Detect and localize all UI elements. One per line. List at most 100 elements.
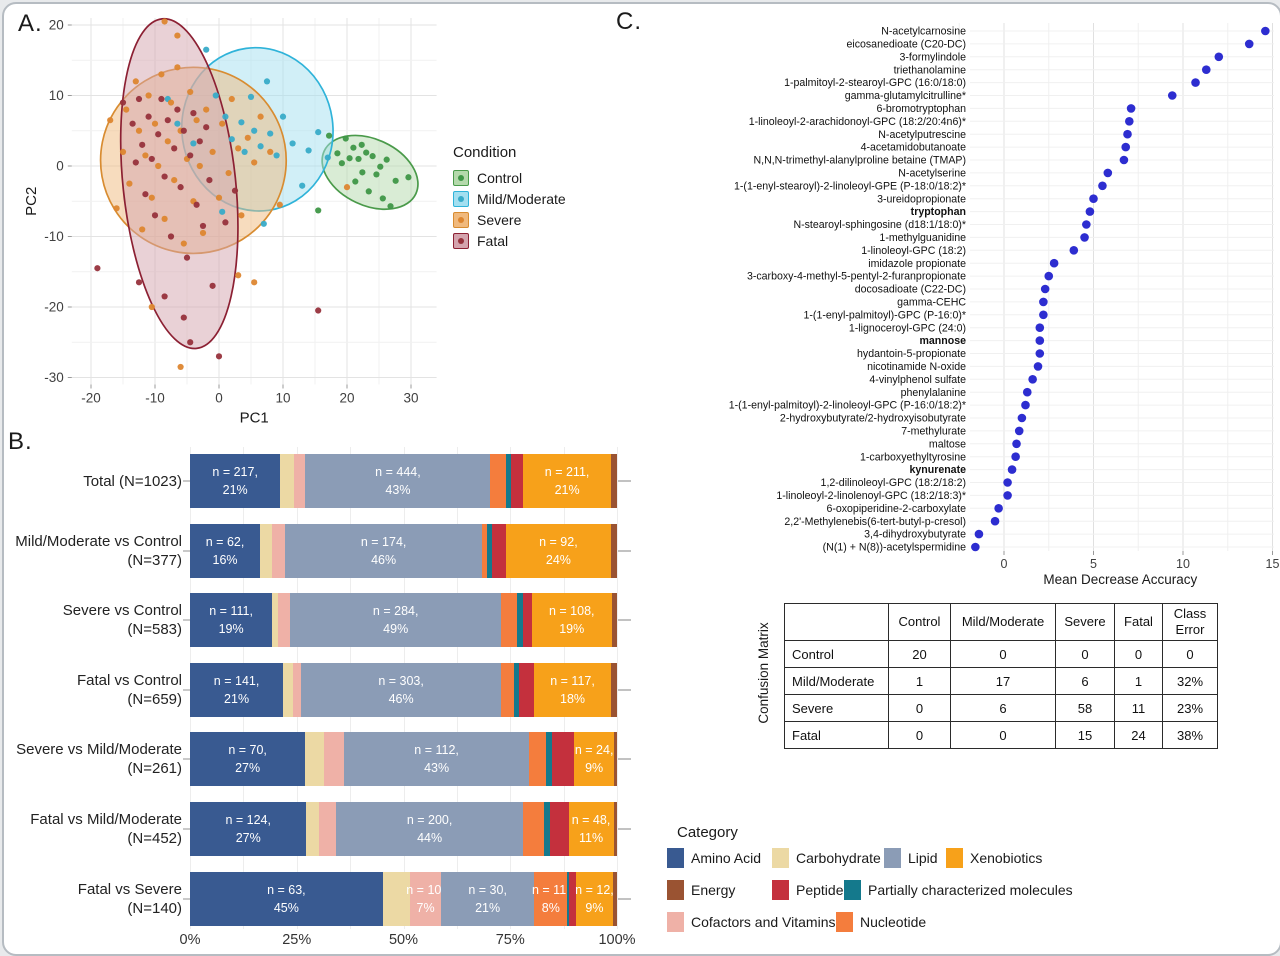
scatter-point	[145, 92, 152, 99]
confusion-cell: 58	[1055, 694, 1115, 722]
condition-legend-title: Condition	[453, 144, 517, 161]
scatter-point	[363, 149, 370, 156]
scatter-point	[244, 134, 251, 141]
bar-segment-label: 21%	[224, 691, 250, 706]
category-legend-label: Energy	[691, 882, 736, 898]
category-legend-item: Lipid	[884, 848, 938, 868]
stacked-bar-row: n = 63,45%n = 10,7%n = 30,21%n = 11,8%n …	[190, 871, 617, 926]
bar-segment-partially-characterized-molecules	[487, 523, 493, 578]
bar-right-tick	[618, 549, 631, 552]
panel-c-label: C.	[616, 8, 642, 35]
confusion-cell: 0	[888, 694, 951, 722]
scatter-point	[392, 177, 399, 184]
importance-label: eicosanedioate (C20-DC)	[846, 39, 966, 51]
category-legend-label: Amino Acid	[691, 850, 762, 866]
stacked-bar-row: n = 70,27%n = 112,43%n = 24,9%	[190, 732, 617, 787]
scatter-point	[177, 184, 184, 191]
importance-label: phenylalanine	[901, 387, 966, 399]
scatter-point	[193, 117, 200, 124]
importance-label: 1-palmitoyl-2-stearoyl-GPC (16:0/18:0)	[784, 77, 966, 89]
importance-label: 3-ureidopropionate	[877, 193, 966, 205]
scatter-point	[369, 153, 376, 160]
bar-segment-label: 44%	[417, 831, 443, 845]
bar-segment-label: n = 12,	[575, 882, 614, 897]
bar-segment-label: n = 174,	[360, 534, 407, 549]
importance-label: mannose	[919, 335, 966, 347]
bar-segment-energy	[611, 662, 617, 717]
scatter-point	[148, 194, 155, 201]
y-tick-label: 0	[56, 159, 64, 174]
importance-label: 3-carboxy-4-methyl-5-pentyl-2-furanpropi…	[747, 271, 966, 283]
bar-segment-nucleotide	[501, 593, 517, 648]
importance-label: N,N,N-trimethyl-alanylproline betaine (T…	[753, 155, 966, 167]
bar-segment-xenobiotics: n = 108,19%	[531, 593, 612, 648]
importance-label: 1-linoleoyl-2-linolenoyl-GPC (18:2/18:3)…	[776, 490, 966, 502]
scatter-point	[161, 173, 168, 180]
bar-segment-partially-characterized-molecules	[513, 662, 520, 717]
scatter-point	[350, 144, 357, 151]
bar-row-label-line: (N=659)	[127, 690, 182, 708]
importance-label: 6-bromotryptophan	[876, 103, 966, 115]
bar-segment-label: n = 284,	[372, 604, 419, 619]
category-legend-item: Carbohydrate	[772, 848, 881, 868]
scatter-point	[251, 159, 258, 166]
x-tick-label: 5	[1090, 557, 1097, 571]
scatter-point	[135, 95, 143, 103]
category-swatch	[844, 880, 861, 900]
scatter-point	[94, 265, 101, 272]
importance-label: 4-vinylphenol sulfate	[869, 374, 966, 386]
importance-label: 1,2-dilinoleoyl-GPC (18:2/18:2)	[821, 477, 966, 489]
bar-segment-nucleotide	[490, 454, 507, 508]
bar-segment-energy	[613, 802, 617, 856]
scatter-point	[222, 219, 229, 226]
importance-dot	[1103, 168, 1113, 178]
scatter-point	[174, 64, 181, 71]
bar-left-tick	[183, 480, 190, 482]
bar-left-tick	[183, 758, 190, 761]
importance-dot	[1098, 181, 1107, 191]
scatter-point	[171, 177, 178, 184]
bar-axis-tick-label: 50%	[388, 932, 419, 948]
bar-segment-energy	[611, 593, 617, 648]
confusion-cell: 6	[950, 694, 1056, 722]
confusion-cell: 15	[1055, 721, 1115, 749]
importance-dot	[1035, 349, 1045, 358]
bar-row-label-line: (N=140)	[127, 899, 182, 917]
importance-dot	[1126, 104, 1136, 113]
scatter-point	[247, 93, 255, 101]
scatter-point	[219, 120, 226, 127]
scatter-point	[164, 117, 171, 124]
scatter-point	[161, 215, 168, 222]
importance-label: N-stearoyl-sphingosine (d18:1/18:0)*	[793, 219, 966, 231]
scatter-point	[212, 92, 219, 99]
scatter-point	[203, 106, 210, 113]
category-swatch	[772, 880, 789, 900]
bar-segment-label: n = 48,	[571, 813, 611, 827]
confusion-header-cell: Control	[888, 603, 951, 641]
bar-segment-energy	[610, 454, 617, 508]
bar-segment-cofactors-and-vitamins	[319, 802, 336, 856]
bar-row-label: Severe vs Control(N=583)	[10, 601, 182, 639]
scatter-point	[355, 155, 362, 163]
importance-dot	[994, 504, 1003, 513]
bar-segment-label: 43%	[385, 483, 411, 497]
bar-segment-peptide	[492, 523, 507, 578]
stacked-bar-row: n = 111,19%n = 284,49%n = 108,19%	[190, 593, 617, 648]
scatter-point	[107, 117, 114, 124]
bar-segment-label: n = 200,	[406, 813, 453, 827]
x-tick-label: 0	[1001, 557, 1008, 571]
bar-segment-lipid: n = 112,43%	[344, 732, 529, 787]
bar-segment-label: n = 303,	[378, 673, 424, 688]
scatter-point	[383, 156, 390, 163]
bar-gridline	[617, 447, 618, 929]
bar-segment-carbohydrate	[305, 732, 324, 787]
bar-right-tick	[618, 688, 631, 691]
scatter-point	[315, 307, 322, 314]
bar-segment-xenobiotics: n = 48,11%	[568, 802, 614, 856]
importance-dot	[1121, 142, 1131, 152]
bar-row-label: Fatal vs Mild/Moderate(N=452)	[10, 810, 182, 848]
condition-legend-item: Control	[453, 167, 566, 188]
scatter-point	[206, 177, 213, 184]
